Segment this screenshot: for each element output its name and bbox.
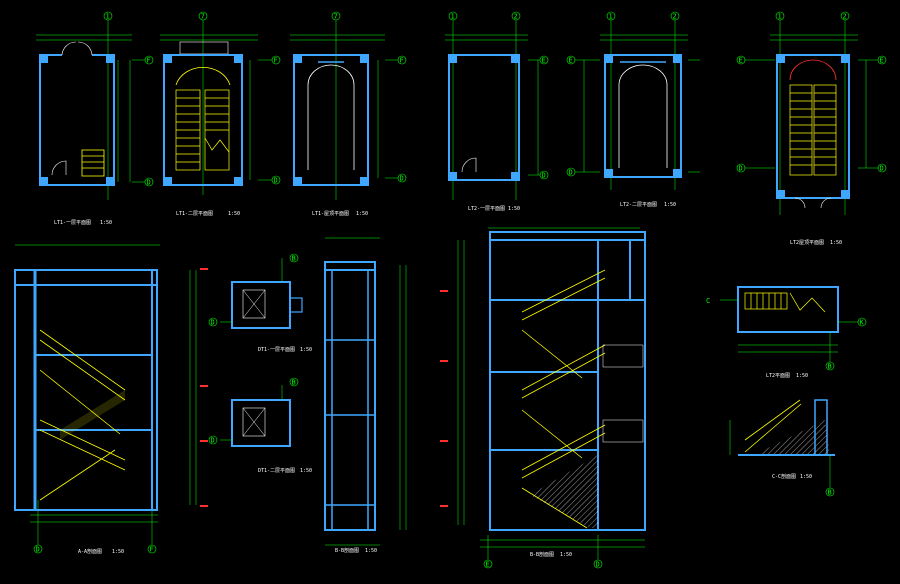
- plan-title: LT2-二层平面图: [620, 202, 657, 208]
- grid-label: D: [880, 165, 884, 173]
- plan-scale: 1:50: [830, 240, 842, 246]
- plan-scale: 1:50: [664, 202, 676, 208]
- plan-scale: 1:50: [228, 211, 240, 217]
- grid-label: 2: [673, 13, 677, 21]
- plan-scale: 1:50: [100, 220, 112, 226]
- plan-lt1-floor2: 7 F D: [160, 11, 281, 217]
- detail-scale: 1:50: [796, 373, 808, 379]
- grid-label: 7: [334, 13, 338, 21]
- plan-lt2-roof: 1 2 E D E D: [736, 11, 887, 246]
- grid-label: D: [36, 546, 40, 554]
- section-scale: 1:50: [365, 548, 377, 554]
- grid-label: C: [706, 297, 710, 305]
- grid-label: F: [274, 57, 278, 65]
- detail-title: C-C剖面图: [772, 473, 796, 480]
- grid-label: E: [542, 57, 546, 65]
- grid-label: 7: [201, 13, 205, 21]
- grid-label: D: [739, 165, 743, 173]
- grid-label: B: [292, 255, 296, 263]
- grid-label: E: [569, 57, 573, 65]
- section-b-b-shaft: B-B剖面图 1:50: [324, 237, 407, 554]
- plan-title: LT1-屋顶平面图: [312, 211, 349, 217]
- section-b-b-stair: E D B-B剖面图 1:50: [457, 227, 646, 569]
- section-title: B-B剖面图: [335, 547, 359, 554]
- plan-title: LT1-二层平面图: [176, 211, 213, 217]
- plan-title: LT2屋顶平面图: [790, 240, 824, 246]
- grid-label: F: [147, 57, 151, 65]
- small-plan-title: DT1-二层平面图: [258, 468, 295, 474]
- grid-label: D: [542, 172, 546, 180]
- grid-label: 1: [609, 13, 613, 21]
- grid-label: D: [400, 175, 404, 183]
- grid-label: E: [486, 561, 490, 569]
- grid-label: E: [880, 57, 884, 65]
- plan-lt1-roof: 7 F D LT1-屋顶平面图 1:50: [290, 11, 407, 217]
- plan-scale: 1:50: [508, 206, 520, 212]
- grid-label: K: [860, 319, 865, 327]
- grid-label: 2: [843, 13, 847, 21]
- detail-title: LT2平面图: [766, 373, 790, 379]
- small-plan-title: DT1-一层平面图: [258, 347, 295, 353]
- detail-lt2-plan: C K B LT2平面图 1:50: [706, 286, 867, 379]
- grid-label: 2: [514, 13, 518, 21]
- grid-label: 1: [106, 13, 110, 21]
- detail-c-c-section: B C-C剖面图 1:50: [729, 399, 835, 497]
- grid-label: E: [739, 57, 743, 65]
- grid-label: D: [596, 561, 600, 569]
- grid-label: 1: [778, 13, 782, 21]
- section-a-a: D F A-A剖面图 1:50: [14, 244, 197, 555]
- grid-label: B: [828, 363, 832, 371]
- plan-title: LT2-一层平面图: [468, 206, 505, 212]
- section-title: B-B剖面图: [530, 551, 554, 558]
- small-plan-scale: 1:50: [300, 468, 312, 474]
- grid-label: B: [292, 379, 296, 387]
- plan-lt1-floor1: 1 F D LT1-一层平面图 1:50: [36, 11, 154, 226]
- plan-lt2-floor1: 1 2 E D LT2-一层平面图 1:50: [445, 11, 549, 212]
- small-plan-dt1-floor2: B D DT1-二层平面图 1:50: [208, 377, 312, 474]
- grid-label: 1: [451, 13, 455, 21]
- elevation-markers: [200, 268, 448, 507]
- plan-scale: 1:50: [356, 211, 368, 217]
- grid-label: D: [211, 437, 215, 445]
- plan-title: LT1-一层平面图: [54, 220, 91, 226]
- section-scale: 1:50: [560, 552, 572, 558]
- grid-label: B: [828, 489, 832, 497]
- detail-scale: 1:50: [800, 474, 812, 480]
- grid-label: D: [211, 319, 215, 327]
- plan-lt2-floor2: 1 2 E D LT2-二层平面图 1:50: [566, 11, 700, 208]
- grid-label: D: [569, 169, 573, 177]
- grid-label: F: [150, 546, 154, 554]
- small-plan-scale: 1:50: [300, 347, 312, 353]
- section-scale: 1:50: [112, 549, 124, 555]
- grid-label: D: [274, 177, 278, 185]
- small-plan-dt1-floor1: B D DT1-一层平面图 1:50: [208, 253, 312, 353]
- section-title: A-A剖面图: [78, 548, 102, 555]
- grid-label: F: [400, 57, 404, 65]
- grid-label: D: [147, 179, 151, 187]
